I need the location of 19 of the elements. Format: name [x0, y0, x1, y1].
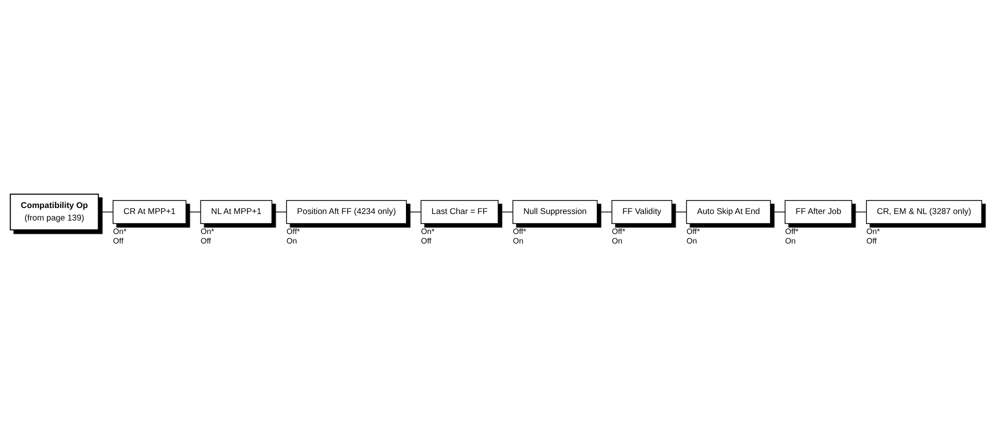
- node-box: Auto Skip At End: [686, 200, 771, 224]
- connector: [671, 212, 687, 213]
- node-box: Position Aft FF (4234 only): [286, 200, 407, 224]
- connector: [498, 212, 514, 213]
- connector: [186, 212, 202, 213]
- node-box: Null Suppression: [512, 200, 598, 224]
- node-box: FF Validity: [611, 200, 672, 224]
- connector: [596, 212, 612, 213]
- node-box: NL At MPP+1: [200, 200, 272, 224]
- node-box: CR, EM & NL (3287 only): [866, 200, 982, 224]
- node-box: CR At MPP+1: [112, 200, 186, 224]
- connector: [770, 212, 786, 213]
- connector: [98, 212, 114, 213]
- connector: [851, 212, 867, 213]
- connector: [272, 212, 287, 213]
- node-box: Last Char = FF: [420, 200, 499, 224]
- connector: [406, 212, 422, 213]
- node-box: Compatibility Op (from page 139): [10, 194, 99, 231]
- node-box: FF After Job: [784, 200, 852, 224]
